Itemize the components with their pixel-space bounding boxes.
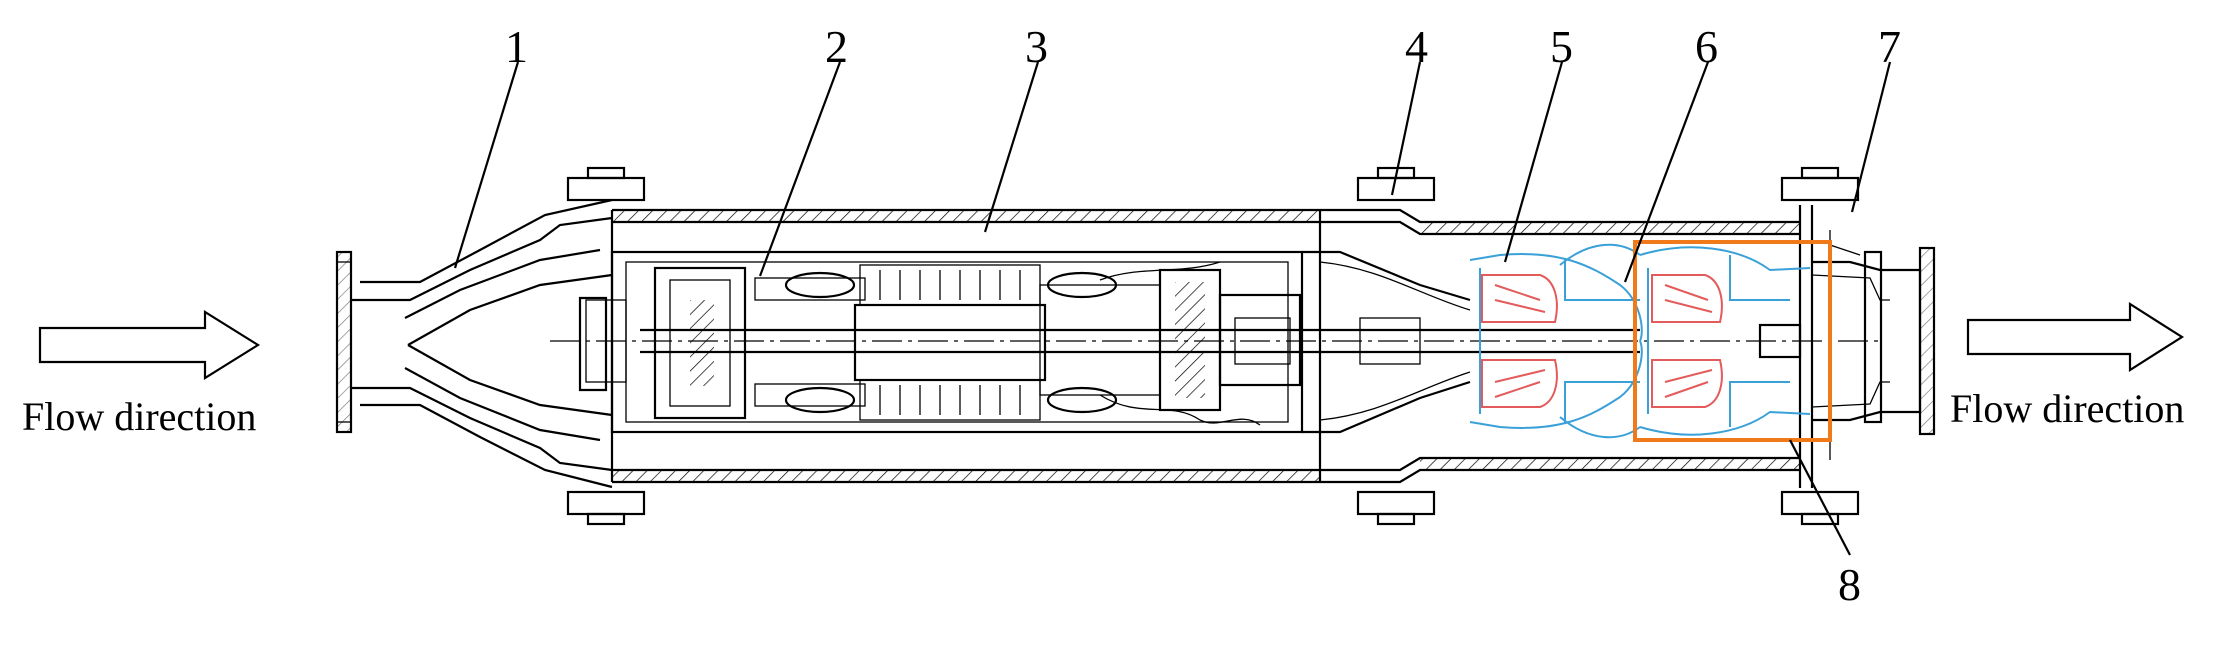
part-label-2: 2: [825, 21, 848, 72]
flow-direction-label-right: Flow direction: [1950, 386, 2184, 431]
part-label-6: 6: [1695, 21, 1718, 72]
flow-arrow-left-icon: [38, 310, 261, 380]
outlet-nozzle: [1811, 230, 1936, 460]
flow-arrow-right-icon: [1966, 301, 2185, 373]
leader-lines: [453, 61, 1892, 556]
part-label-4: 4: [1405, 21, 1428, 72]
pump-stage-2: [1639, 246, 1811, 436]
motor-assembly: [550, 250, 1880, 434]
part-label-3: 3: [1025, 21, 1048, 72]
outer-casing: [610, 205, 1814, 488]
part-label-7: 7: [1878, 21, 1901, 72]
part-label-1: 1: [505, 21, 528, 72]
flow-direction-label-left: Flow direction: [22, 394, 256, 439]
part-label-8: 8: [1838, 559, 1861, 610]
part-label-5: 5: [1550, 21, 1573, 72]
highlight-box: [1633, 240, 1832, 442]
inlet-nozzle: [335, 198, 613, 489]
pump-stage-1: [1469, 243, 1643, 439]
